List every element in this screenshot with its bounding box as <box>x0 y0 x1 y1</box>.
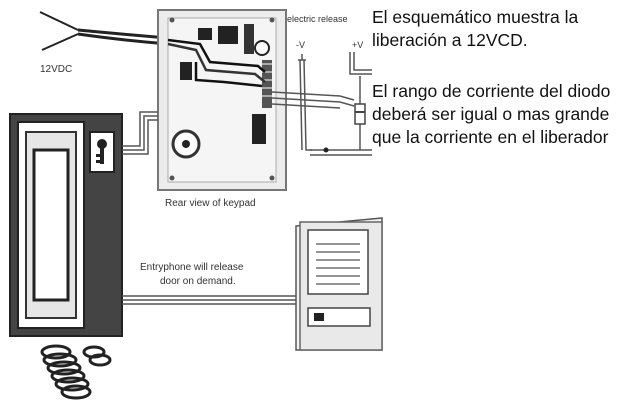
supply-voltage-label: 12VDC <box>40 64 72 75</box>
door-station <box>295 217 383 351</box>
supply-cable <box>39 11 169 51</box>
release-wires <box>271 52 372 156</box>
entryphone-caption-line2: door on demand. <box>160 276 236 287</box>
relay-icon <box>252 114 266 144</box>
release-label: electric release <box>287 14 348 24</box>
handset-cable <box>122 111 158 155</box>
name-plate <box>307 307 371 327</box>
speaker-grille <box>316 243 360 285</box>
key-icon <box>96 139 107 164</box>
coiled-cord <box>40 344 112 400</box>
note-diode-rating: El rango de corriente del diodo deberá s… <box>372 81 611 147</box>
positive-terminal-label: +V <box>352 40 363 50</box>
diode-icon <box>354 103 366 125</box>
entryphone-handset <box>9 113 123 337</box>
keypad-caption: Rear view of keypad <box>165 198 256 209</box>
call-button-icon <box>314 313 324 321</box>
door-station-cable <box>122 295 296 305</box>
note-schematic: El esquemático muestra la liberación a 1… <box>372 7 579 50</box>
keypad-harness <box>167 38 266 88</box>
negative-terminal-label: -V <box>296 40 305 50</box>
entryphone-caption-line1: Entryphone will release <box>140 262 244 273</box>
keypad-rear-panel <box>157 9 287 191</box>
